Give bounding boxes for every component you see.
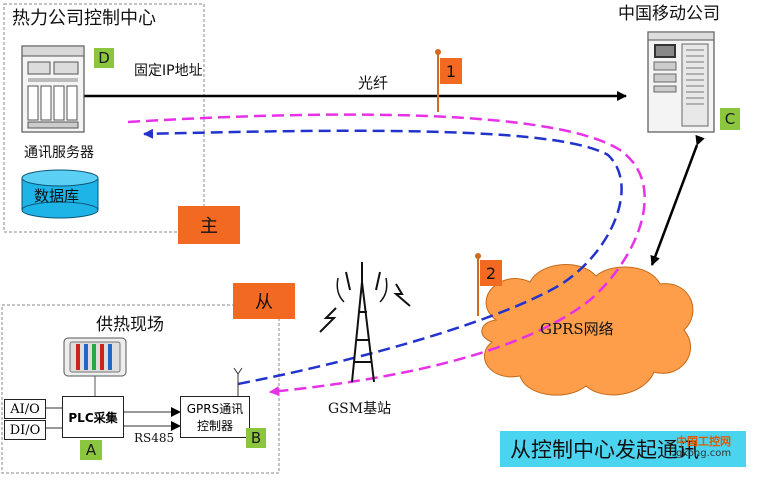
gprs-controller-line1: GPRS通讯	[186, 402, 244, 416]
heat-center-title: 热力公司控制中心	[12, 8, 156, 29]
china-mobile-letter-c: C	[720, 108, 740, 130]
plc-box: PLC采集	[62, 396, 124, 438]
magenta-route	[127, 113, 646, 397]
site-title: 供热现场	[96, 315, 164, 335]
fixed-ip-label: 固定IP地址	[134, 63, 203, 79]
fiber-label: 光纤	[358, 74, 389, 92]
signal-bolt-right	[393, 283, 411, 307]
di-io-box: DI/O	[4, 420, 46, 440]
gprs-network-label: GPRS网络	[540, 320, 614, 338]
gprs-controller-box: GPRS通讯 控制器	[180, 396, 250, 438]
watermark-url: gkong.com	[676, 448, 732, 460]
gsm-tower	[336, 262, 388, 383]
china-mobile-title: 中国移动公司	[618, 4, 720, 24]
communication-server-icon	[21, 45, 85, 133]
flag-pole-2-knob	[475, 253, 481, 259]
slave-badge: 从	[233, 283, 295, 319]
plc-device-icon	[63, 337, 127, 396]
server-label: 通讯服务器	[24, 145, 94, 161]
banner: 从控制中心发起通讯	[500, 431, 746, 467]
banner-text: 从控制中心发起通讯	[510, 438, 699, 462]
blue-route	[143, 128, 623, 386]
signal-bolt-left	[319, 307, 337, 333]
gprs-controller-line2: 控制器	[196, 419, 233, 433]
flag-1: 1	[440, 58, 462, 84]
mobile-gprs-link	[650, 134, 705, 266]
ai-io-box: AI/O	[4, 399, 46, 419]
rs485-label: RS485	[134, 431, 175, 445]
master-badge: 主	[178, 206, 240, 244]
heat-center-letter-d: D	[94, 48, 114, 68]
watermark-cn: 中国工控网	[676, 435, 731, 448]
watermark-logo: 中国工控网 gkong.com	[676, 435, 746, 464]
controller-letter-b: B	[246, 428, 266, 448]
gsm-station-label: GSM基站	[328, 401, 392, 417]
plc-letter-a: A	[80, 440, 102, 460]
heat-center-region	[3, 3, 205, 233]
flag-pole-1-knob	[435, 49, 441, 55]
site-wiring	[46, 374, 239, 431]
database-icon	[21, 169, 99, 219]
flag-2: 2	[480, 260, 502, 286]
controller-antenna-icon	[233, 367, 243, 375]
mobile-server-icon	[647, 31, 715, 133]
database-label: 数据库	[34, 187, 80, 205]
